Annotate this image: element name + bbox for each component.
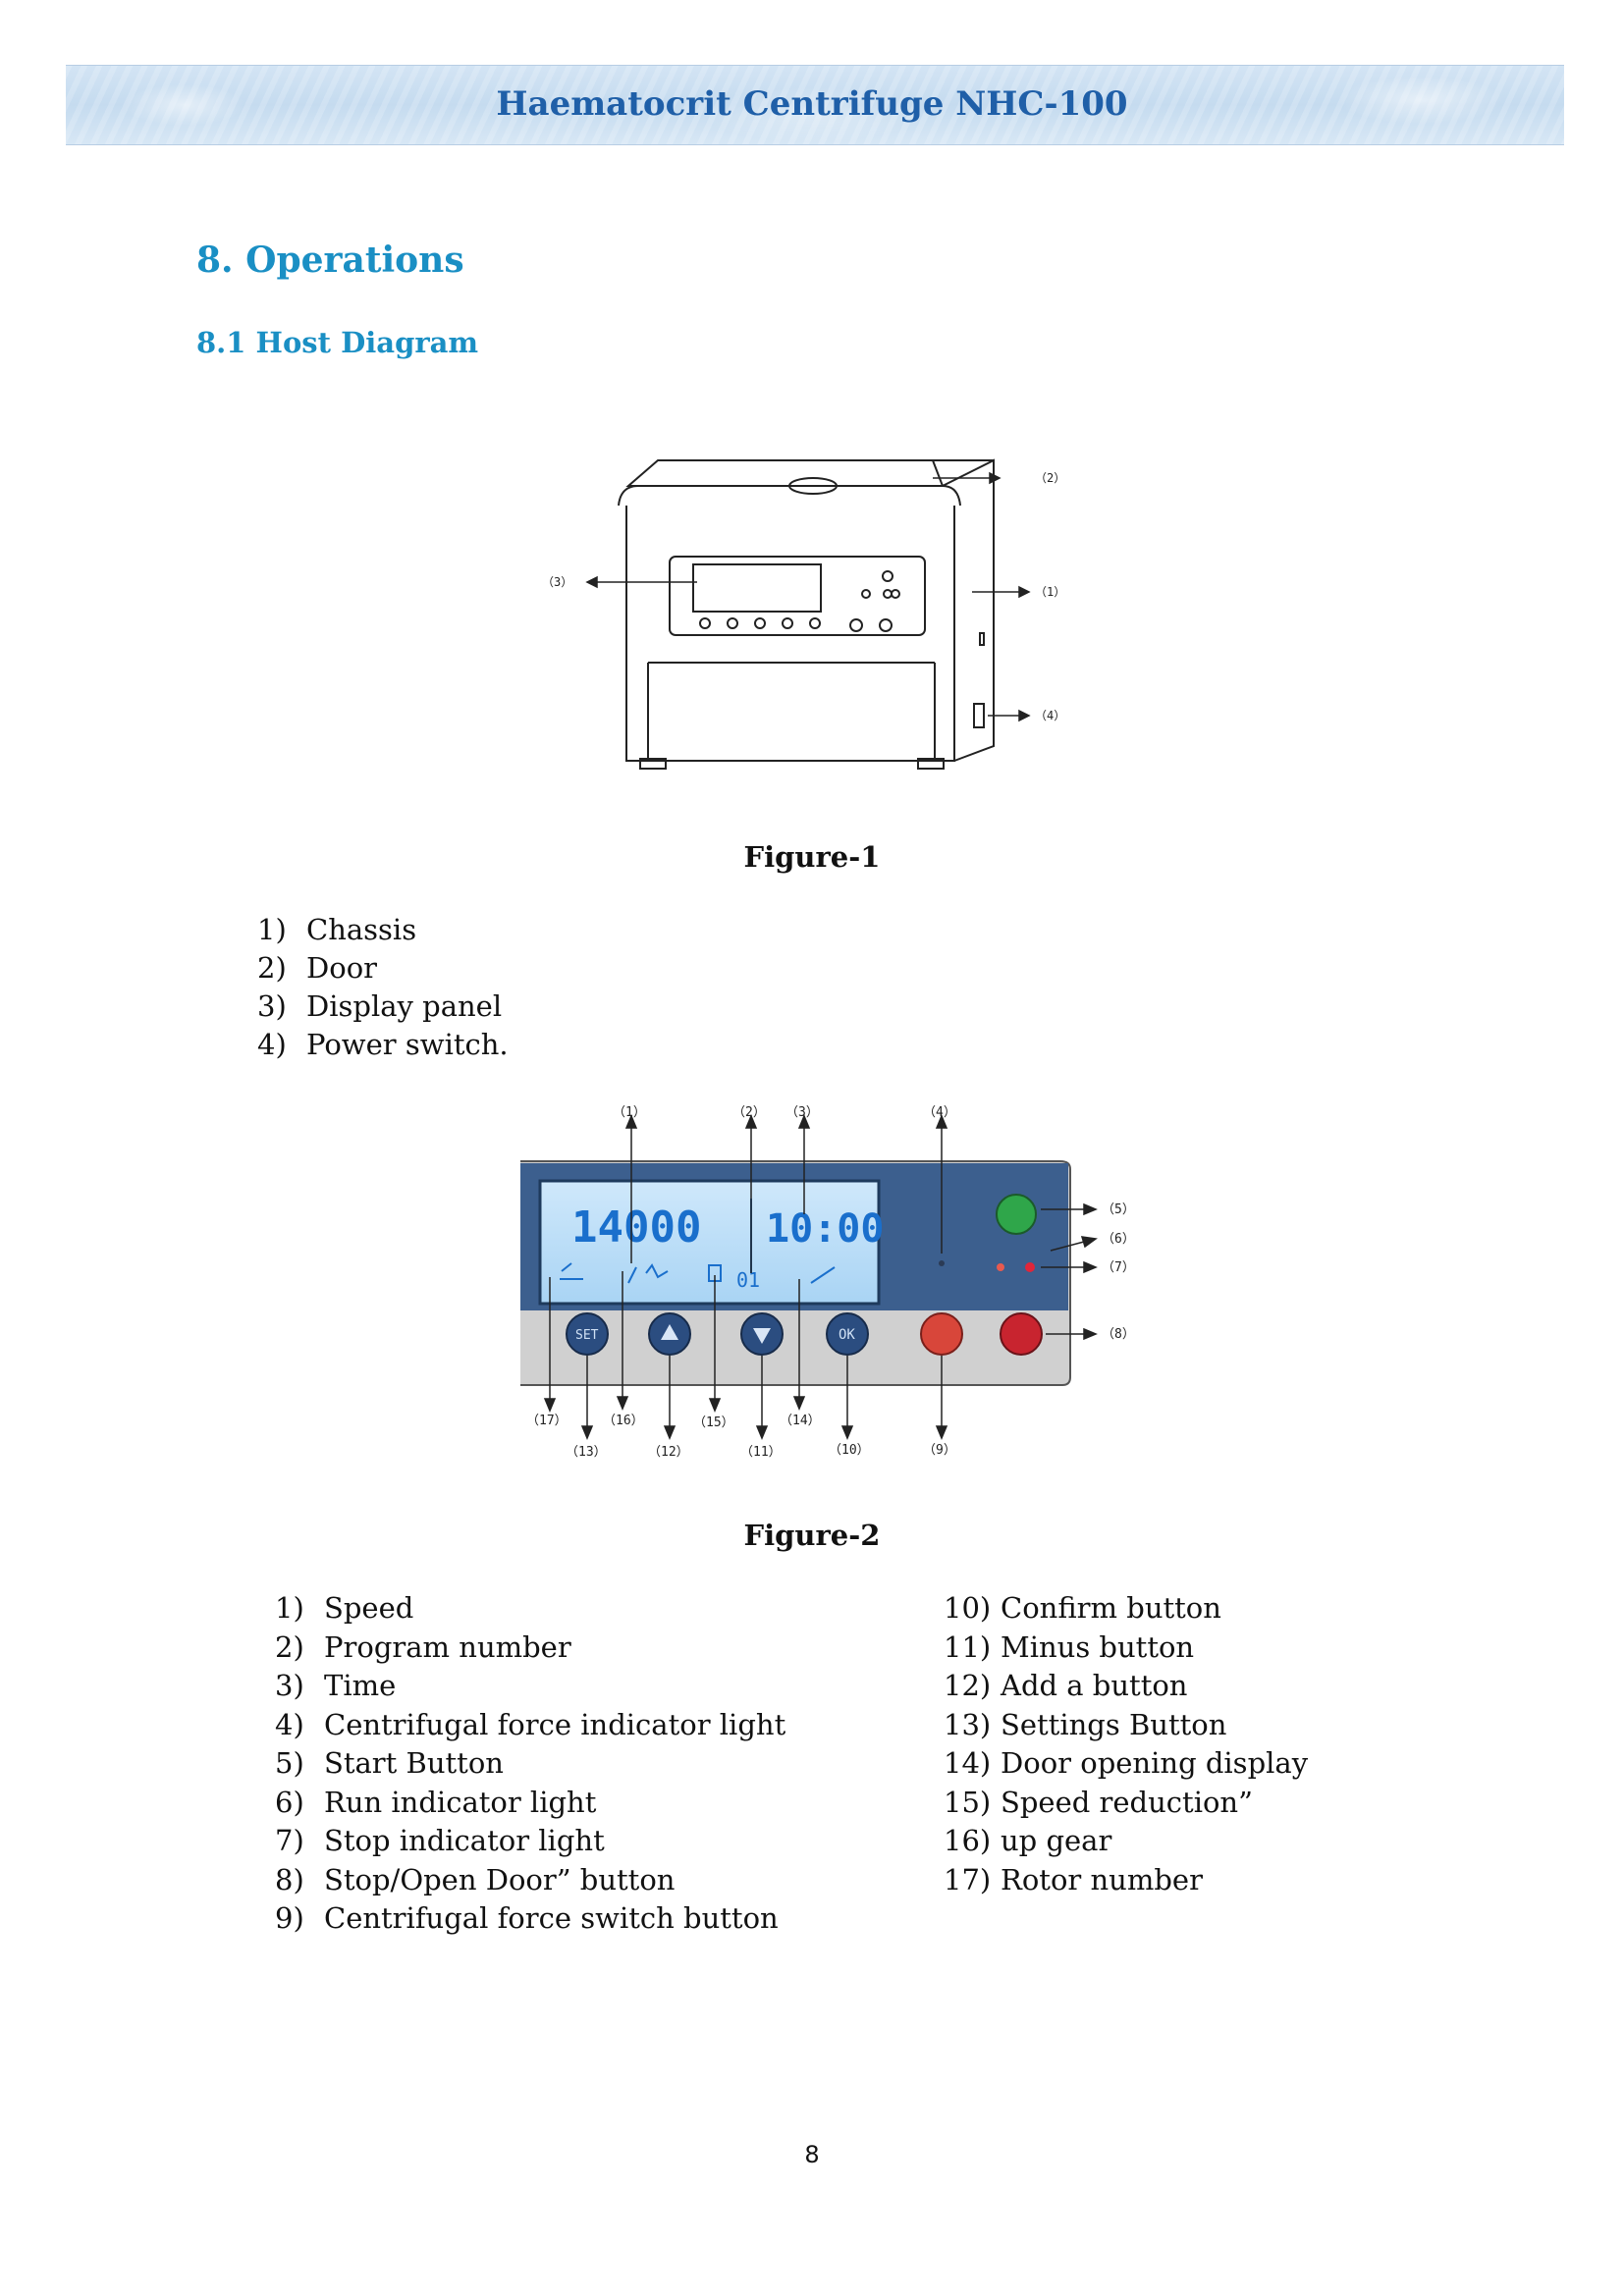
chassis-side (942, 458, 995, 762)
figure-1-centrifuge-drawing: （2） （1） （3） （4） (550, 458, 1065, 770)
section-heading: 8. Operations (196, 240, 464, 281)
list-item: 12)Add a button (944, 1669, 1188, 1702)
list-item: 5)Start Button (275, 1746, 504, 1780)
list-item: 9)Centrifugal force switch button (275, 1901, 779, 1935)
header-banner (66, 65, 1564, 145)
lcd-time: 10:00 (766, 1206, 884, 1252)
callout-4: （4） (1035, 709, 1065, 722)
list-item: 8)Stop/Open Door” button (275, 1862, 676, 1896)
list-item: 17)Rotor number (944, 1862, 1203, 1896)
list-item: 7)Stop indicator light (275, 1824, 605, 1857)
callout-6: （6） (1102, 1232, 1135, 1247)
panel-lcd (692, 563, 822, 613)
list-item: 1)Speed (275, 1591, 414, 1625)
svg-text:SET: SET (575, 1328, 599, 1343)
list-item: 2)Program number (275, 1629, 571, 1664)
centrifugal-force-indicator-light (939, 1260, 945, 1266)
list-item: 11)Minus button (944, 1629, 1195, 1664)
list-item: 13)Settings Button (944, 1707, 1227, 1741)
callout-1: （1） (1035, 585, 1065, 599)
figure-2-legend-left: 1)Speed 2)Program number 3)Time 4)Centri… (275, 1589, 785, 1939)
callout-8: （8） (1102, 1327, 1135, 1342)
run-indicator-light (997, 1263, 1004, 1271)
lcd-program: 01 (736, 1268, 760, 1292)
callout-5: （5） (1102, 1202, 1135, 1217)
callout-4: （4） (923, 1105, 956, 1120)
lcd-screen (538, 1179, 881, 1306)
callout-2: （2） (1035, 471, 1065, 485)
power-switch (973, 703, 985, 728)
set-button (566, 1312, 609, 1356)
callout-13: （13） (566, 1445, 607, 1460)
callout-10: （10） (829, 1443, 870, 1458)
centrifugal-force-switch-button (920, 1312, 963, 1356)
subsection-heading: 8.1 Host Diagram (196, 326, 479, 359)
lcd-speed: 14000 (571, 1202, 701, 1253)
confirm-button (826, 1312, 869, 1356)
callout-9: （9） (923, 1443, 956, 1458)
document-title: Haematocrit Centrifuge NHC-100 (496, 84, 1128, 124)
callout-15: （15） (693, 1415, 734, 1430)
control-panel (669, 556, 926, 636)
callout-3: （3） (785, 1105, 819, 1120)
list-item: 14)Door opening display (944, 1746, 1309, 1780)
list-item: 10)Confirm button (944, 1591, 1221, 1625)
list-item: 1)Chassis (257, 913, 417, 946)
list-item: 3)Time (275, 1669, 397, 1702)
list-item: 4)Power switch. (257, 1028, 509, 1061)
list-item: 3)Display panel (257, 989, 503, 1023)
list-item: 2)Door (257, 951, 378, 985)
callout-3: （3） (550, 575, 572, 589)
callout-17: （17） (526, 1414, 568, 1428)
figure-1-caption: Figure-1 (743, 840, 881, 874)
figure-1-legend: 1)Chassis 2)Door 3)Display panel 4)Power… (257, 911, 509, 1064)
figure-2-caption: Figure-2 (743, 1519, 881, 1552)
list-item: 15)Speed reduction” (944, 1785, 1253, 1819)
stop-indicator-light (1025, 1262, 1035, 1272)
foot-left (639, 758, 667, 770)
list-item: 4)Centrifugal force indicator light (275, 1707, 786, 1741)
figure-2-control-panel: 14000 10:00 01 SET OK （1） (520, 1105, 1135, 1460)
figure-2-legend-right: 10)Confirm button 11)Minus button 12)Add… (944, 1589, 1308, 1899)
callout-1: （1） (613, 1105, 646, 1120)
page-number: 8 (804, 2141, 820, 2168)
list-item: 6)Run indicator light (275, 1785, 597, 1819)
start-button (996, 1194, 1037, 1235)
callout-11: （11） (740, 1445, 782, 1460)
callout-7: （7） (1102, 1260, 1135, 1275)
callout-16: （16） (603, 1414, 644, 1428)
chassis-front (625, 506, 955, 762)
callout-2: （2） (732, 1105, 766, 1120)
callout-14: （14） (780, 1414, 821, 1428)
foot-right (917, 758, 945, 770)
list-item: 16)up gear (944, 1824, 1112, 1857)
callout-12: （12） (648, 1445, 689, 1460)
svg-text:OK: OK (839, 1327, 855, 1343)
stop-open-door-button (1000, 1312, 1043, 1356)
lid (625, 459, 945, 487)
